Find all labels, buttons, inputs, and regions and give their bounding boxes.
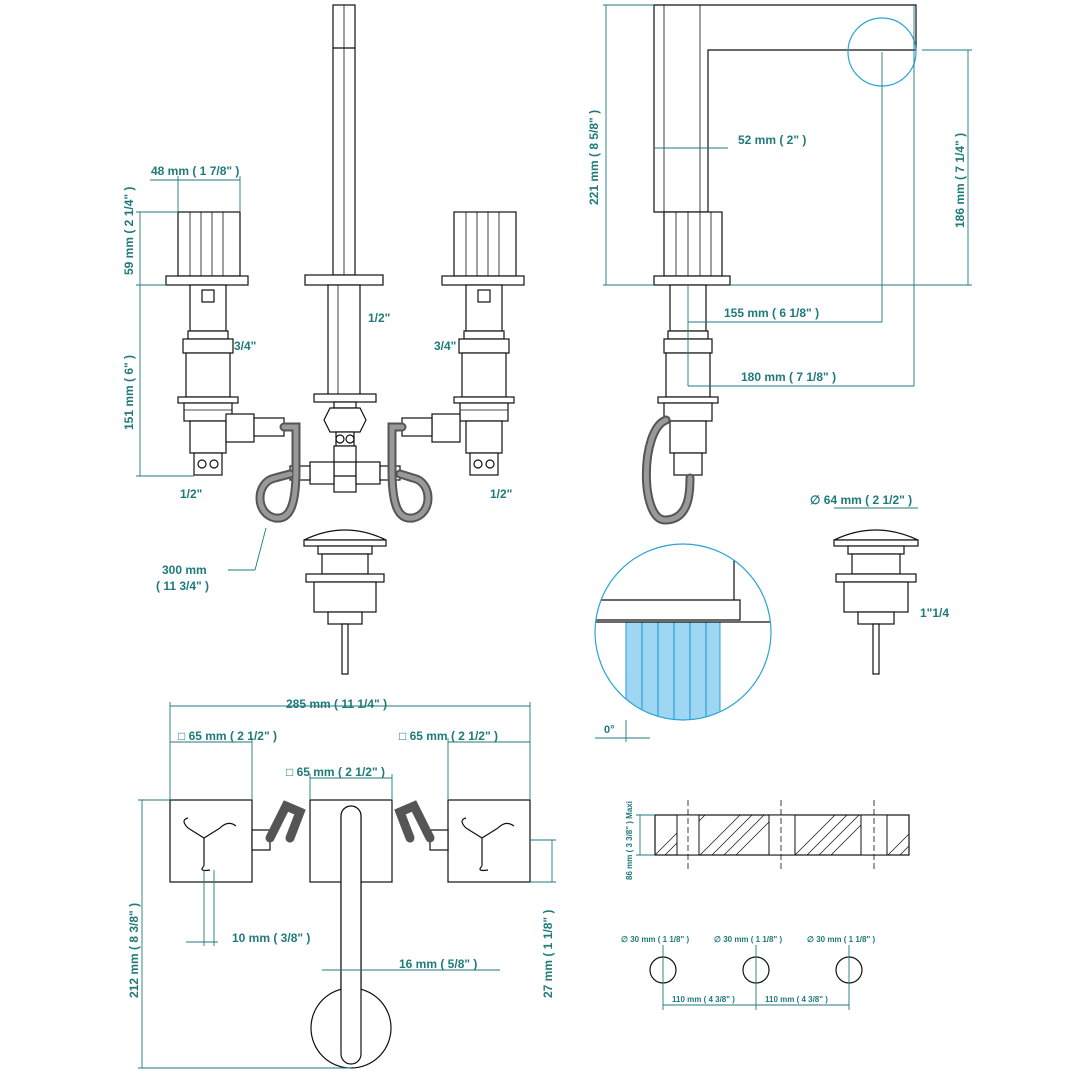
- label-side-depth: 27 mm ( 1 1/8" ): [541, 910, 555, 998]
- front-dimension-lines: [136, 176, 267, 571]
- flex-hoses: [255, 422, 433, 523]
- label-waste-diameter: ∅ 64 mm ( 2 1/2" ): [810, 493, 912, 507]
- label-left-square: □ 65 mm ( 2 1/2" ): [178, 729, 277, 743]
- label-right-outlet: 1/2": [490, 487, 512, 501]
- deck-section: [636, 800, 910, 1010]
- left-valve-front: [165, 211, 285, 476]
- detail-circle: [594, 543, 772, 742]
- label-knob-height: 59 mm ( 2 1/4" ): [122, 187, 136, 275]
- label-angle: 0°: [604, 724, 615, 736]
- label-reach-180: 180 mm ( 7 1/8" ): [741, 370, 836, 384]
- label-outlet-height: 186 mm ( 7 1/4" ): [953, 133, 967, 228]
- label-lever-width: 16 mm ( 5/8" ): [399, 957, 477, 971]
- label-spout-height: 221 mm ( 8 5/8" ): [587, 110, 601, 205]
- label-spacing-1: 110 mm ( 4 3/8" ): [672, 995, 735, 1004]
- top-view: [138, 702, 556, 1069]
- label-hole-1: ∅ 30 mm ( 1 1/8" ): [621, 935, 689, 944]
- label-knob-width: 48 mm ( 1 7/8" ): [151, 164, 239, 178]
- label-body-height: 151 mm ( 6" ): [122, 355, 136, 430]
- label-hole-2: ∅ 30 mm ( 1 1/8" ): [714, 935, 782, 944]
- side-dimension-lines: [603, 4, 972, 387]
- label-total-depth: 212 mm ( 8 3/8" ): [127, 903, 141, 998]
- label-spout-thread: 1/2": [368, 311, 390, 325]
- side-view: [594, 4, 972, 742]
- dimension-labels: 48 mm ( 1 7/8" ) 59 mm ( 2 1/4" ) 151 mm…: [122, 110, 967, 1004]
- spout-side: [641, 4, 917, 525]
- front-view: [136, 4, 525, 675]
- right-valve-front: [401, 211, 525, 476]
- label-spacing-2: 110 mm ( 4 3/8" ): [765, 995, 828, 1004]
- label-left-valve-thread: 3/4": [234, 339, 256, 353]
- label-hose-length-in: ( 11 3/4" ): [156, 579, 209, 593]
- label-hole-3: ∅ 30 mm ( 1 1/8" ): [807, 935, 875, 944]
- label-reach-155: 155 mm ( 6 1/8" ): [724, 306, 819, 320]
- label-deck-thickness: 86 mm ( 3 3/8" ) Maxi: [625, 801, 634, 880]
- popup-waste-front: [303, 529, 387, 675]
- label-handle-offset: 10 mm ( 3/8" ): [232, 931, 310, 945]
- label-waste-thread: 1"1/4: [920, 606, 949, 620]
- label-left-outlet: 1/2": [180, 487, 202, 501]
- label-right-square: □ 65 mm ( 2 1/2" ): [399, 729, 498, 743]
- label-hose-length: 300 mm: [162, 563, 207, 577]
- label-right-valve-thread: 3/4": [434, 339, 456, 353]
- label-center-square: □ 65 mm ( 2 1/2" ): [286, 765, 385, 779]
- popup-waste-side: [833, 507, 919, 675]
- spout-front: [289, 4, 401, 493]
- label-spout-width: 52 mm ( 2" ): [738, 133, 806, 147]
- label-total-width: 285 mm ( 11 1/4" ): [286, 697, 387, 711]
